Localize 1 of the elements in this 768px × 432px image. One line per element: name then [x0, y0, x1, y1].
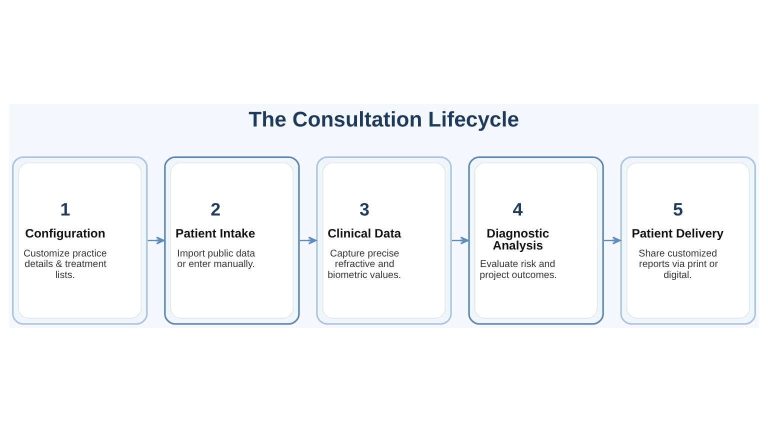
diagram-title: The Consultation Lifecycle [248, 108, 520, 132]
